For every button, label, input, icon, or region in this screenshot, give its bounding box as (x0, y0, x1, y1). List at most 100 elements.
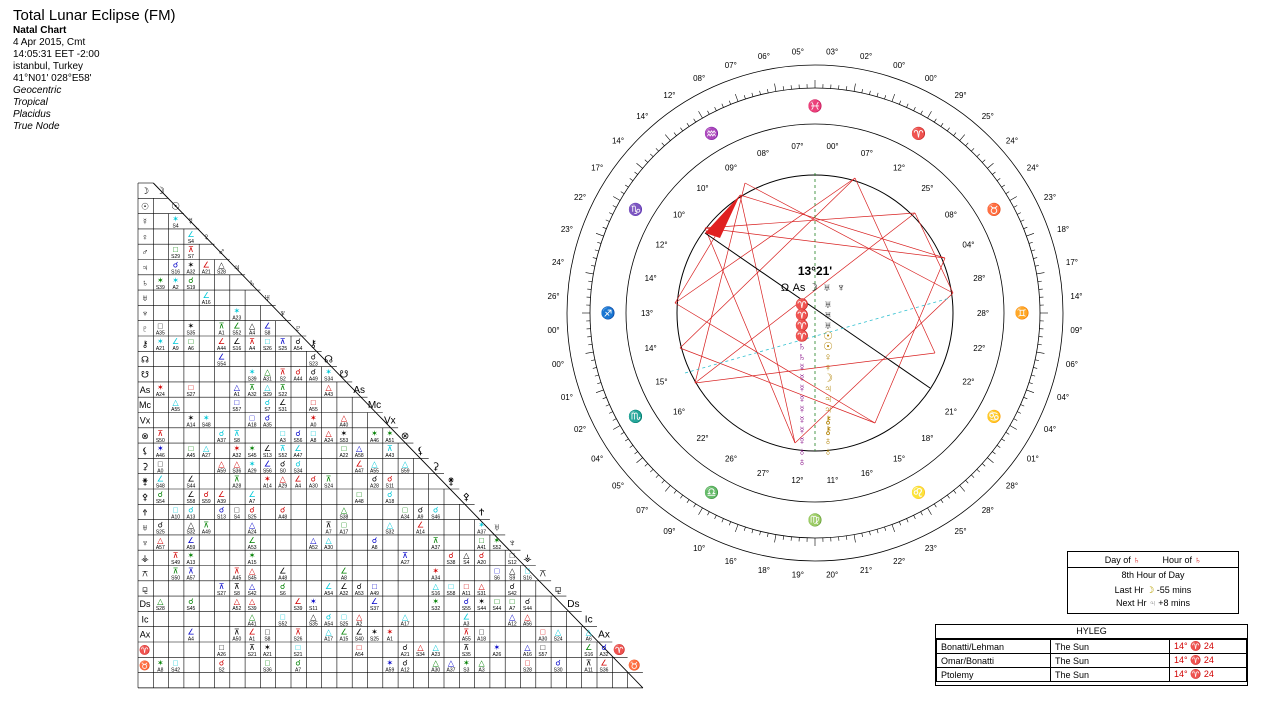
aspect-orb: S36 (263, 667, 272, 673)
aspect-mark: ✶ (478, 597, 485, 606)
aspect-mark: ⊼ (234, 628, 240, 637)
outer-degree: 21° (860, 566, 872, 575)
aspect-mark: △ (509, 567, 516, 576)
aspect-orb: A58 (355, 453, 364, 459)
degree-tick (1037, 280, 1042, 282)
aspect-mark: ☌ (188, 597, 193, 606)
aspect-line (914, 212, 954, 294)
aspect-orb: S38 (447, 560, 456, 566)
degree-tick (588, 280, 593, 282)
aspect-mark: ☌ (601, 643, 606, 652)
zodiac-sign-icon: ♋ (987, 410, 1002, 424)
aspect-mark: □ (449, 582, 454, 591)
chart-header: Total Lunar Eclipse (FM) Natal Chart 4 A… (13, 7, 176, 133)
aspect-orb: A34 (431, 576, 440, 582)
aspect-orb: S6 (494, 576, 500, 582)
degree-tick (1035, 359, 1040, 361)
aspect-orb: A43 (385, 453, 394, 459)
grid-row-symbol: Ϯ (143, 507, 148, 517)
inner-degree: 12° (655, 241, 667, 250)
aspect-mark: ✶ (188, 261, 195, 270)
grid-row-symbol: ⊗ (141, 431, 149, 441)
aspect-orb: S16 (523, 576, 532, 582)
aspect-orb: A6 (586, 637, 592, 643)
outer-degree: 01° (561, 393, 573, 402)
degree-tick (613, 425, 621, 430)
grid-row-symbol: ♃ (142, 263, 149, 273)
aspect-mark: ⊼ (249, 383, 255, 392)
grid-row-symbol: ♀ (142, 232, 149, 242)
aspect-mark: □ (540, 643, 545, 652)
aspect-orb: S59 (202, 499, 211, 505)
aspect-orb: S50 (171, 576, 180, 582)
aspect-orb: A21 (401, 652, 410, 658)
aspect-orb: S11 (309, 606, 318, 612)
aspect-mark: ∠ (203, 261, 210, 270)
hour-of-label: Hour of (1162, 555, 1193, 565)
aspect-orb: S25 (370, 637, 379, 643)
degree-tick (846, 535, 848, 540)
inner-degree: 04° (962, 241, 974, 250)
degree-tick (876, 529, 879, 534)
grid-row-symbol: ⚻ (142, 569, 148, 579)
outer-degree: 17° (591, 163, 603, 172)
aspect-mark: □ (173, 505, 178, 514)
aspect-orb: A37 (477, 530, 486, 536)
aspect-mark: ∠ (264, 444, 271, 453)
next-hour-label: Next Hr (1115, 598, 1147, 608)
aspect-orb: A53 (248, 545, 257, 551)
aspect-line (739, 194, 946, 259)
aspect-orb: S53 (339, 438, 348, 444)
column-symbol: ☉ (823, 341, 833, 353)
aspect-orb: A57 (156, 545, 165, 551)
aspect-mark: ∠ (585, 643, 592, 652)
aspect-orb: S6 (280, 591, 286, 597)
grid-diagonal-symbol: ⚸ (417, 446, 424, 457)
degree-tick (1037, 344, 1042, 346)
aspect-orb: A3 (463, 621, 469, 627)
inner-degree: 09° (725, 164, 737, 173)
degree-tick (774, 534, 777, 543)
aspect-mark: □ (479, 628, 484, 637)
degree-tick (1023, 226, 1028, 229)
degree-tick (891, 93, 895, 102)
hyleg-body: The Sun (1050, 639, 1170, 654)
aspect-mark: □ (188, 337, 193, 346)
aspect-orb: A30 (324, 545, 333, 551)
degree-tick (650, 469, 654, 473)
aspect-orb: A21 (263, 652, 272, 658)
day-of-label: Day of (1104, 555, 1131, 565)
aspect-orb: A44 (217, 346, 226, 352)
inner-degree: 15° (655, 377, 667, 386)
inner-degree: 07° (861, 149, 873, 158)
aspect-mark: △ (356, 444, 363, 453)
aspect-orb: S58 (186, 499, 195, 505)
aspect-grid: ☽☽☉☉☿☿♀♀♂♂♃♃♄♄♅♅♆♆♇♇⚷⚷☊☊☋☋AsAsMcMcVxVx⊗⊗… (137, 182, 644, 689)
aspect-orb: S4 (188, 239, 194, 245)
degree-tick (590, 265, 595, 267)
aspect-mark: △ (433, 658, 440, 667)
aspect-orb: A29 (248, 468, 257, 474)
degree-tick (728, 521, 731, 526)
aspect-mark: ✶ (463, 658, 470, 667)
column-symbol: ☉ (823, 331, 833, 343)
aspect-mark: □ (494, 567, 499, 576)
aspect-mark: ∠ (249, 628, 256, 637)
aspect-mark: ∠ (600, 658, 607, 667)
aspect-orb: S27 (186, 392, 195, 398)
outer-degree: 14° (1070, 292, 1082, 301)
option-geocentric: Geocentric (13, 85, 62, 96)
grid-diagonal-symbol: ♆ (508, 538, 516, 549)
aspect-orb: A56 (523, 621, 532, 627)
aspect-orb: S28 (217, 270, 226, 276)
aspect-orb: A44 (294, 377, 303, 383)
aspect-orb: S46 (431, 514, 440, 520)
inner-degree: 08° (945, 210, 957, 219)
column-symbol: ☿ (798, 362, 806, 374)
aspect-mark: ∠ (340, 582, 347, 591)
aspect-mark: ☌ (326, 612, 331, 621)
degree-tick (624, 184, 629, 188)
aspect-orb: A7 (249, 499, 255, 505)
grid-diagonal-symbol: ⚵ (447, 477, 454, 488)
aspect-orb: A18 (248, 423, 257, 429)
